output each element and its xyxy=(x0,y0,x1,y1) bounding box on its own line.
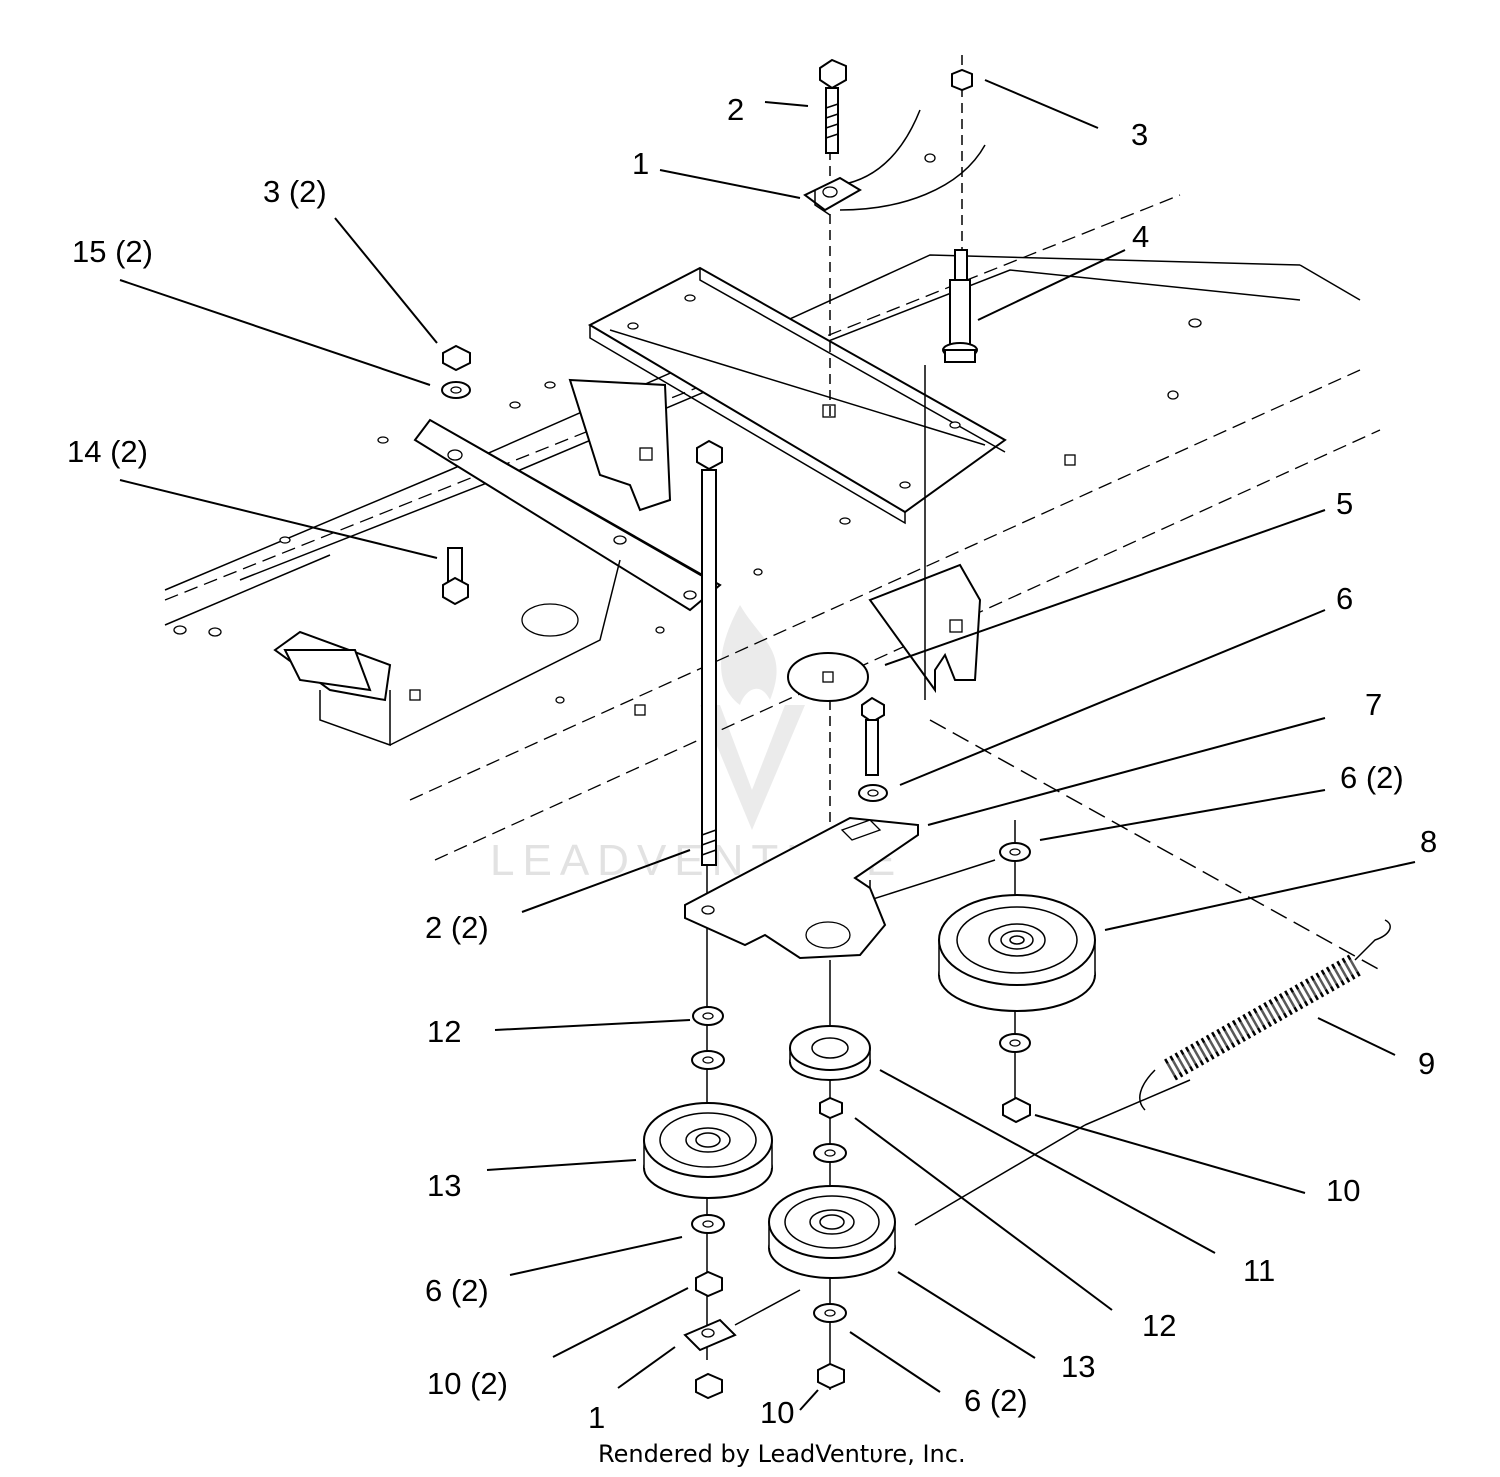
callout-8: 8 xyxy=(1420,824,1437,859)
bolt-idler xyxy=(696,439,723,866)
callout-3-top: 3 xyxy=(1131,117,1148,152)
footer-credit: Rendered by LeadVentυre, Inc. xyxy=(598,1440,966,1468)
callout-1-top: 1 xyxy=(632,146,649,181)
callout-10-bottom: 10 xyxy=(760,1395,794,1430)
callout-9: 9 xyxy=(1418,1046,1435,1081)
cable-clip-top xyxy=(803,176,862,216)
washer-nut-right xyxy=(999,1033,1031,1124)
callout-14-2: 14 (2) xyxy=(67,434,148,469)
callout-1-bottom: 1 xyxy=(588,1400,605,1435)
callout-2-top: 2 xyxy=(727,92,744,127)
callout-6-2-bottom: 6 (2) xyxy=(964,1383,1028,1418)
nut-washer-left xyxy=(441,344,471,399)
callout-4: 4 xyxy=(1132,219,1149,254)
bolt-left xyxy=(442,547,469,606)
spacer-disc xyxy=(787,652,869,702)
callout-15-2: 15 (2) xyxy=(72,234,153,269)
callout-13-left: 13 xyxy=(427,1168,461,1203)
washer-right-upper xyxy=(999,842,1031,862)
pulley-center-stack xyxy=(768,1025,896,1390)
idler-arm xyxy=(684,816,919,960)
callout-12-right: 12 xyxy=(1142,1308,1176,1343)
callout-11: 11 xyxy=(1243,1253,1275,1288)
pulley-left-stack xyxy=(643,1006,773,1400)
callout-10-2: 10 (2) xyxy=(427,1366,508,1401)
leader-lines xyxy=(119,79,1416,1411)
callout-labels: 2 3 1 3 (2) 15 (2) 4 14 (2) 5 6 7 6 (2) … xyxy=(67,92,1437,1435)
callout-3-2: 3 (2) xyxy=(263,174,327,209)
cable xyxy=(839,109,986,211)
callout-12-left: 12 xyxy=(427,1014,461,1049)
watermark-logo xyxy=(700,605,805,830)
pivot-pin xyxy=(942,249,978,363)
callout-5: 5 xyxy=(1336,486,1353,521)
upper-cross-bracket xyxy=(587,266,1007,525)
callout-7: 7 xyxy=(1365,687,1382,722)
callout-13-right: 13 xyxy=(1061,1349,1095,1384)
idler-bolt xyxy=(858,696,888,802)
callout-10-right: 10 xyxy=(1326,1173,1360,1208)
pulley-large xyxy=(938,894,1096,1012)
callout-6: 6 xyxy=(1336,581,1353,616)
bolt-top xyxy=(819,58,847,154)
rear-pivot-bracket xyxy=(273,378,722,747)
callout-6-2-right: 6 (2) xyxy=(1340,760,1404,795)
tension-spring xyxy=(1139,919,1391,1111)
nut-top xyxy=(951,68,973,92)
callout-6-2-left: 6 (2) xyxy=(425,1273,489,1308)
callout-2-2: 2 (2) xyxy=(425,910,489,945)
